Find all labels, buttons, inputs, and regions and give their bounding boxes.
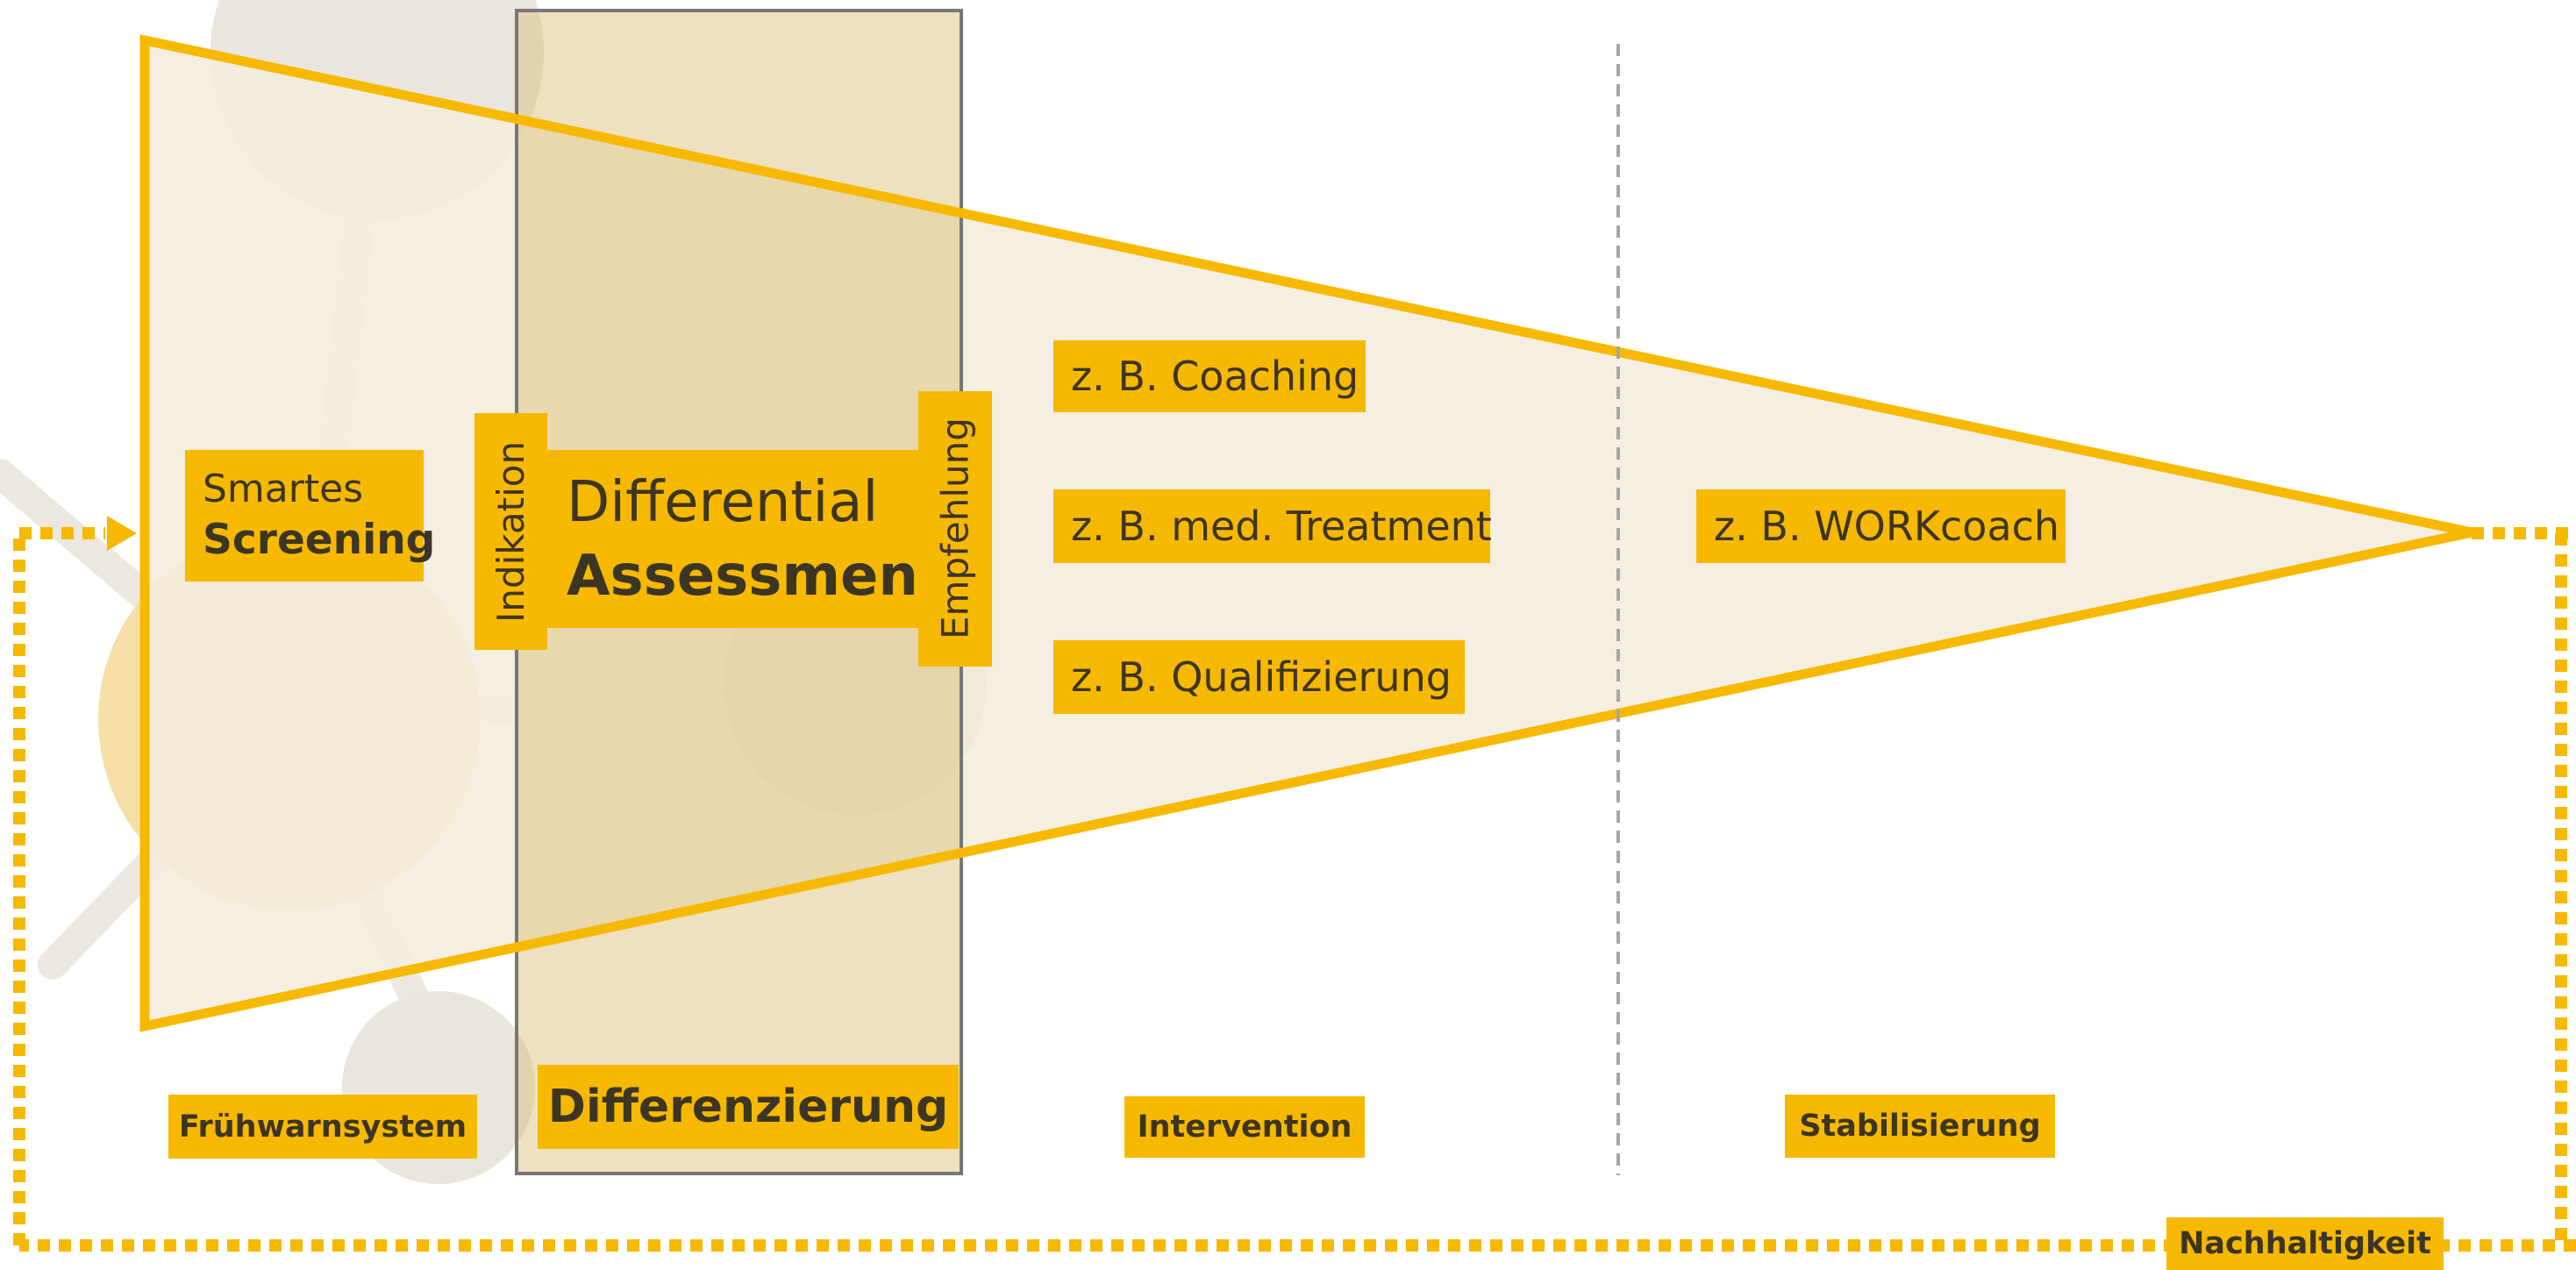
funnel-outline — [139, 34, 2473, 1032]
phase-intervention: Intervention — [1124, 1096, 1365, 1158]
empfehlung-text: Empfehlung — [933, 417, 977, 640]
treatment-label: z. B. med. Treatment — [1053, 489, 1492, 563]
treatment-text: z. B. med. Treatment — [1071, 503, 1492, 550]
indikation-label: Indikation — [475, 413, 547, 650]
phase-fruehwarnsystem: Frühwarnsystem — [168, 1095, 477, 1159]
phase-stabilisierung-text: Stabilisierung — [1799, 1109, 2041, 1144]
nachhaltigkeit-loop — [13, 527, 2576, 1252]
workcoach-label: z. B. WORKcoach — [1696, 489, 2066, 563]
loop-arrowhead-icon — [107, 516, 137, 551]
screening-label: Smartes Screening — [185, 450, 435, 581]
phase-nachhaltigkeit: Nachhaltigkeit — [2166, 1217, 2444, 1270]
screening-label-line2: Screening — [203, 516, 436, 564]
assessment-label: Differential Assessment — [547, 450, 945, 628]
empfehlung-label: Empfehlung — [918, 391, 992, 667]
coaching-label: z. B. Coaching — [1053, 340, 1366, 412]
coaching-text: z. B. Coaching — [1071, 353, 1359, 400]
screening-label-line1: Smartes — [203, 467, 364, 511]
phase-differenzierung-text: Differenzierung — [547, 1081, 949, 1133]
phase-fruehwarnsystem-text: Frühwarnsystem — [178, 1109, 467, 1145]
assessment-label-line2: Assessment — [567, 543, 945, 609]
workcoach-text: z. B. WORKcoach — [1714, 503, 2060, 550]
assessment-label-line1: Differential — [567, 469, 879, 535]
indikation-text: Indikation — [489, 440, 532, 623]
phase-stabilisierung: Stabilisierung — [1785, 1095, 2055, 1158]
phase-intervention-text: Intervention — [1137, 1109, 1352, 1145]
qualifizierung-label: z. B. Qualifizierung — [1053, 640, 1465, 714]
phase-differenzierung: Differenzierung — [538, 1065, 959, 1149]
qualifizierung-text: z. B. Qualifizierung — [1071, 653, 1452, 701]
phase-nachhaltigkeit-text: Nachhaltigkeit — [2179, 1226, 2431, 1261]
